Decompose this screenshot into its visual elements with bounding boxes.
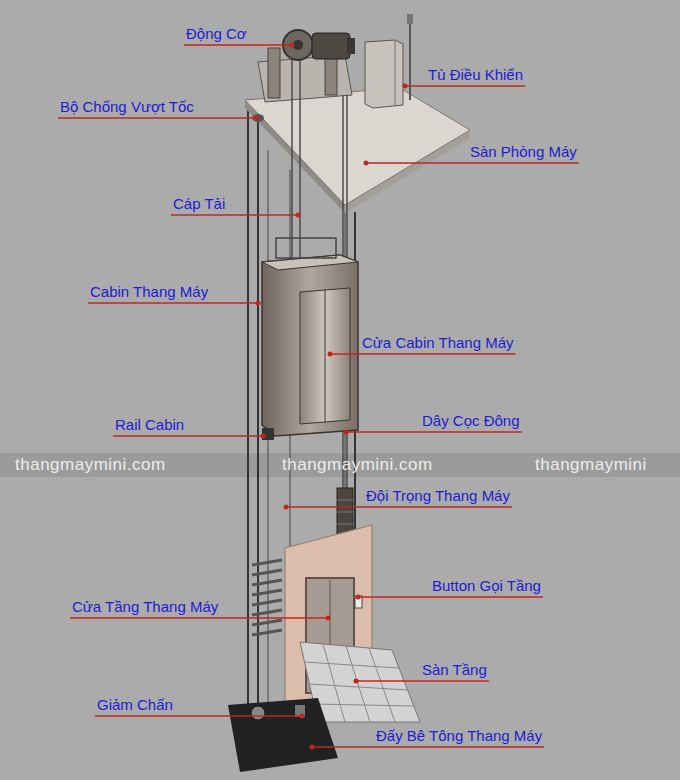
leader-line [346,431,522,433]
watermark: thangmaymini [535,454,647,476]
leader-dot [256,301,261,306]
leader-line [356,680,489,682]
leader-dot [328,352,333,357]
part-label: Bộ Chống Vượt Tốc [60,98,194,116]
leader-dot [254,116,259,121]
leader-line [405,85,525,87]
leader-line [58,117,256,119]
watermark: thangmaymini.com [282,454,433,476]
leader-line [286,506,512,508]
leader-dot [403,84,408,89]
leader-dot [300,714,305,719]
leader-line [184,44,292,46]
part-label: Giảm Chấn [97,696,173,714]
leader-dot [354,679,359,684]
leader-line [113,435,263,437]
leader-line [330,353,516,355]
leader-dot [296,213,301,218]
part-label: Cáp Tải [173,195,225,213]
part-label: Đấy Bê Tông Thang Máy [376,727,542,745]
leader-dot [261,434,266,439]
leader-line [312,746,544,748]
part-label: Cabin Thang Máy [90,283,208,301]
leader-dot [344,430,349,435]
part-label: Tủ Điều Khiển [428,66,523,84]
part-label: Đội Trọng Thang Máy [366,487,510,505]
watermark: thangmaymini.com [15,454,166,476]
leader-dot [364,161,369,166]
leader-dot [356,595,361,600]
leader-dot [326,616,331,621]
leader-line [171,214,298,216]
part-label: Sàn Tầng [422,661,487,679]
leader-line [95,715,302,717]
leader-line [358,596,543,598]
part-label: Cửa Tầng Thang Máy [72,598,218,616]
part-label: Rail Cabin [115,416,184,434]
leader-dot [290,43,295,48]
part-label: Button Gọi Tầng [432,577,541,595]
leader-line [70,617,328,619]
leader-dot [284,505,289,510]
part-label: Động Cơ [186,25,247,43]
part-label: Cửa Cabin Thang Máy [362,334,514,352]
leader-line [366,162,579,164]
part-label: Dây Cọc Đông [422,412,520,430]
leader-line [88,302,258,304]
leader-dot [310,745,315,750]
part-label: Sàn Phòng Máy [470,143,577,161]
